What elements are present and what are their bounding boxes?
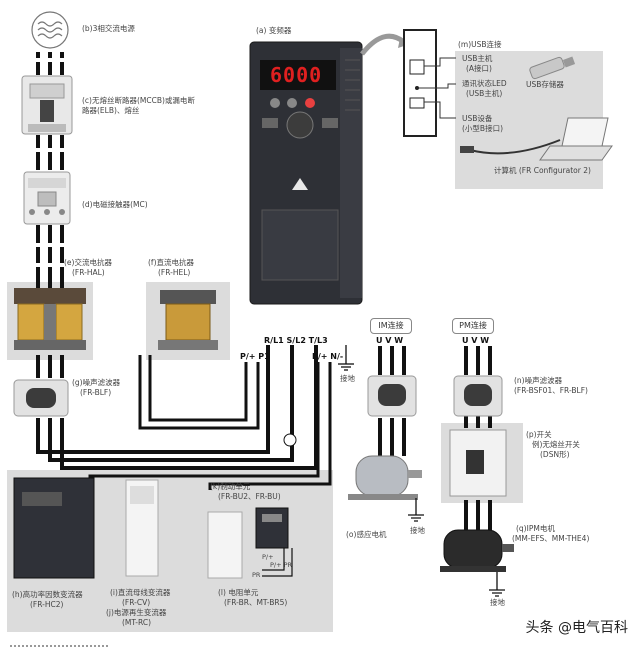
label-ipm-motor-1: (q)IPM电机 [516, 524, 555, 533]
inverter-display-readout: 6000 [270, 63, 323, 87]
label-brake-1: (k)制动单元 [210, 482, 251, 491]
label-comm-led-2: (USB主机) [466, 89, 503, 98]
induction-motor-device [348, 455, 422, 500]
watermark: 头条 @电气百科 [525, 620, 628, 636]
label-inverter: (a) 变频器 [256, 26, 292, 35]
dc-reactor-device [158, 290, 218, 350]
mc-device [23, 171, 71, 225]
label-brake-pr: PR [252, 571, 261, 579]
usb-storage-icon [529, 56, 576, 80]
label-brake-2: (FR-BU2、FR-BU) [218, 492, 281, 501]
label-brake-pp: P/+ PR [270, 561, 293, 569]
label-ac-reactor-1: (e)交流电抗器 [64, 258, 112, 267]
label-switch-3: (DSN形) [540, 450, 570, 459]
cv-device [125, 479, 159, 577]
label-noise-filter-g-2: (FR-BLF) [80, 388, 112, 397]
label-cv-1: (i)直流母线变流器 [110, 588, 171, 597]
label-usb-host-1: USB主机 [462, 54, 493, 63]
ac-reactor-device [14, 288, 86, 350]
label-usb-storage: USB存储器 [526, 80, 564, 89]
label-ac-reactor-2: (FR-HAL) [72, 268, 105, 277]
label-ipm-motor-2: (MM-EFS、MM-THE4) [512, 534, 590, 543]
label-comm-led-1: 通讯状态LED [462, 79, 507, 88]
inverter-side-panel [403, 29, 437, 137]
brake-unit-device [255, 507, 289, 549]
label-switch-1: (p)开关 [526, 430, 552, 439]
hc2-device [13, 477, 95, 579]
label-noise-filter-g-1: (g)噪声滤波器 [72, 378, 121, 387]
label-terminals-pp1: P/+ P1 [240, 352, 270, 361]
label-uvw-pm: U V W [462, 336, 490, 345]
label-ground-top: 接地 [340, 374, 355, 383]
noise-filter-im [367, 375, 417, 417]
label-rc-1: (j)电源再生变流器 [106, 608, 167, 617]
laptop-icon [539, 117, 613, 161]
label-terminals-pn: P/+ N/- [312, 352, 344, 361]
label-power: (b)3相交流电源 [82, 24, 135, 33]
noise-filter-pm [453, 375, 503, 417]
label-rc-2: (MT-RC) [122, 618, 151, 627]
label-switch-2: 例)无熔丝开关 [532, 440, 580, 449]
label-usb-host-2: (A接口) [466, 64, 492, 73]
label-dc-reactor-1: (f)直流电抗器 [148, 258, 194, 267]
label-brake-pp2: P/+ [262, 553, 274, 561]
label-dc-reactor-2: (FR-HEL) [158, 268, 191, 277]
label-mc: (d)电磁接触器(MC) [82, 200, 148, 209]
label-usb-connect: (m)USB连接 [458, 40, 502, 49]
label-ground-pm: 接地 [490, 598, 505, 607]
mccb-device [21, 75, 73, 135]
label-cv-2: (FR-CV) [122, 598, 151, 607]
label-hc2-1: (h)高功率因数变流器 [12, 590, 83, 599]
label-usb-device-2: (小型B接口) [462, 124, 503, 133]
ipm-motor-device [440, 529, 514, 572]
switch-device [449, 429, 507, 497]
label-noise-filter-n-2: (FR-BSF01、FR-BLF) [514, 386, 588, 395]
label-usb-device-1: USB设备 [462, 114, 493, 123]
noise-filter-g [13, 379, 69, 417]
pm-connect-badge: PM连接 [452, 318, 494, 334]
label-resistor-1: (l) 电阻单元 [218, 588, 259, 597]
label-ground-im: 接地 [410, 526, 425, 535]
label-terminals-main: R/L1 S/L2 T/L3 [264, 336, 328, 345]
label-uvw-im: U V W [376, 336, 404, 345]
resistor-device [207, 511, 243, 579]
label-resistor-2: (FR-BR、MT-BR5) [224, 598, 288, 607]
label-induction-motor: (o)感应电机 [346, 530, 387, 539]
label-mccb-2: 路器(ELB)、熔丝 [82, 106, 140, 115]
ground-symbol-top [338, 345, 354, 371]
label-noise-filter-n-1: (n)噪声滤波器 [514, 376, 563, 385]
label-mccb-1: (c)无熔丝断路器(MCCB)或漏电断 [82, 96, 195, 105]
label-computer: 计算机 (FR Configurator 2) [494, 166, 591, 175]
ac-power-icon [31, 11, 69, 49]
im-connect-badge: IM连接 [370, 318, 412, 334]
label-hc2-2: (FR-HC2) [30, 600, 64, 609]
inverter-device [249, 41, 363, 305]
